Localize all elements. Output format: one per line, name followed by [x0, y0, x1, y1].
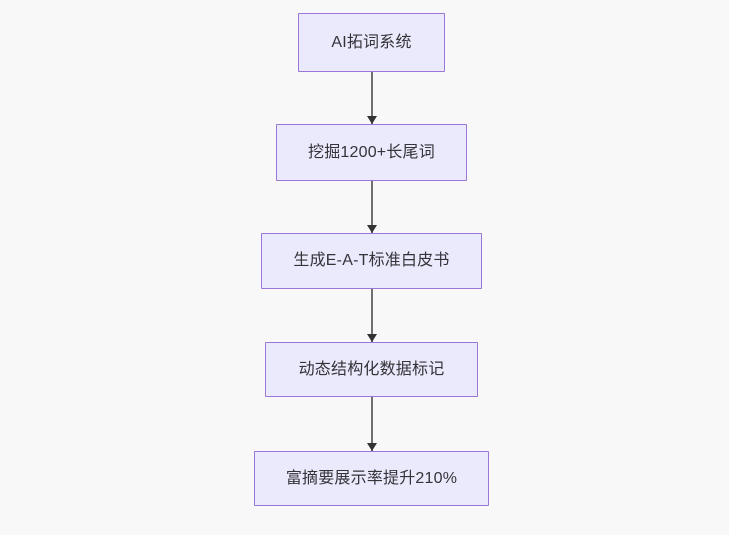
flow-node-generate-eat-whitepaper[interactable]: 生成E-A-T标准白皮书 [261, 233, 482, 289]
edge-line [371, 72, 373, 124]
edge-line [371, 397, 373, 451]
flow-node-label: AI拓词系统 [331, 33, 412, 51]
flow-node-dynamic-structured-data-markup[interactable]: 动态结构化数据标记 [265, 342, 478, 397]
flow-node-label: 富摘要展示率提升210% [285, 469, 458, 487]
edge-line [371, 289, 373, 342]
edge-line [371, 181, 373, 233]
arrowhead-icon [367, 443, 377, 451]
flow-node-mine-longtail-keywords[interactable]: 挖掘1200+长尾词 [276, 124, 467, 181]
flow-node-label: 动态结构化数据标记 [298, 360, 445, 378]
flow-node-rich-snippet-rate-increase[interactable]: 富摘要展示率提升210% [254, 451, 489, 506]
arrowhead-icon [367, 225, 377, 233]
flow-node-label: 生成E-A-T标准白皮书 [293, 252, 450, 270]
flow-node-label: 挖掘1200+长尾词 [308, 143, 435, 161]
arrowhead-icon [367, 116, 377, 124]
arrowhead-icon [367, 334, 377, 342]
flow-node-ai-keyword-system[interactable]: AI拓词系统 [298, 13, 445, 72]
